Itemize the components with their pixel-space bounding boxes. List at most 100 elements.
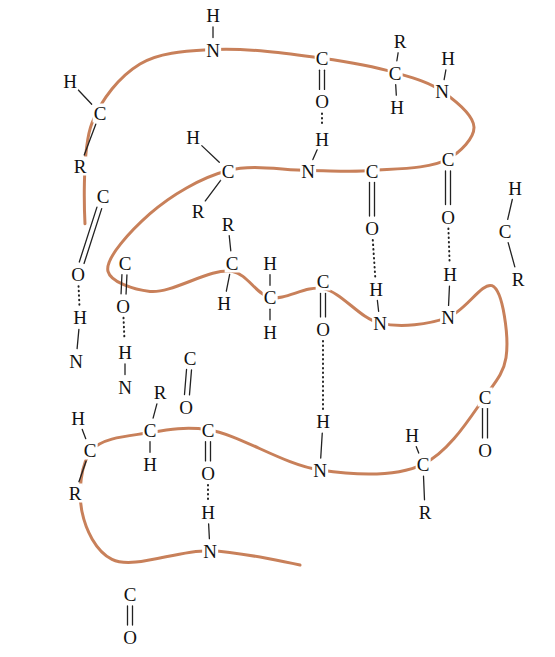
atom-label: C — [225, 253, 240, 272]
atom-label: R — [393, 31, 408, 50]
atom-label: R — [221, 214, 236, 233]
covalent-bond — [124, 364, 125, 375]
atom-label: H — [185, 128, 201, 147]
covalent-bond — [508, 243, 515, 267]
atom-label: H — [442, 265, 458, 284]
covalent-bond — [210, 442, 211, 461]
atom-label: H — [315, 412, 331, 431]
atom-label: H — [262, 322, 278, 341]
atom-label: C — [123, 584, 138, 603]
helix-ribbon — [80, 49, 507, 565]
atom-label: H — [205, 6, 221, 25]
hydrogen-bond — [123, 318, 126, 340]
covalent-bond — [325, 293, 326, 317]
atom-label: C — [201, 420, 216, 439]
atom-label: O — [477, 440, 493, 459]
atom-label: O — [315, 319, 331, 338]
hydrogen-bond — [448, 229, 449, 263]
covalent-bond — [319, 70, 320, 89]
atom-label: N — [440, 308, 456, 327]
atom-label: H — [216, 294, 232, 313]
covalent-bond — [127, 606, 128, 625]
covalent-bond — [313, 150, 317, 160]
covalent-bond — [450, 171, 451, 205]
atom-label: H — [404, 426, 420, 445]
atom-label: O — [70, 265, 86, 284]
atom-label: N — [434, 82, 450, 101]
covalent-bond — [79, 207, 97, 262]
atom-label: C — [441, 150, 456, 169]
covalent-bond — [79, 461, 86, 482]
covalent-bond — [149, 442, 150, 453]
atom-label: H — [368, 279, 384, 298]
atom-label: C — [93, 103, 108, 122]
atom-label: C — [96, 187, 111, 206]
atom-label: O — [314, 92, 330, 111]
atom-label: R — [191, 201, 206, 220]
covalent-bond — [132, 606, 133, 625]
covalent-bond — [202, 146, 220, 163]
covalent-bond — [84, 209, 102, 264]
atom-label: O — [178, 397, 194, 416]
covalent-bond — [120, 275, 122, 294]
atom-label: C — [315, 49, 330, 68]
covalent-bond — [324, 70, 325, 89]
hydrogen-bond — [322, 341, 324, 409]
atom-label: C — [478, 387, 493, 406]
covalent-bond — [321, 433, 323, 458]
atom-label: H — [507, 178, 523, 197]
atom-label: C — [83, 440, 98, 459]
atom-label: H — [314, 129, 330, 148]
atom-label: N — [372, 314, 388, 333]
atom-label: C — [118, 253, 133, 272]
hydrogen-bond — [373, 240, 375, 277]
covalent-bond — [189, 370, 191, 395]
atom-label: N — [117, 377, 133, 396]
hydrogen-bond — [321, 113, 323, 126]
covalent-bond — [125, 275, 127, 294]
covalent-bond — [397, 53, 398, 61]
atom-label: C — [498, 222, 513, 241]
atom-label: H — [70, 409, 86, 428]
atom-label: C — [221, 161, 236, 180]
covalent-bond — [226, 274, 229, 291]
atom-label: N — [312, 461, 328, 480]
atom-label: R — [68, 484, 83, 503]
covalent-bond — [444, 70, 446, 80]
covalent-bond — [212, 27, 213, 38]
atom-label: H — [200, 502, 216, 521]
atom-label: N — [68, 351, 84, 370]
covalent-bond — [78, 90, 91, 104]
covalent-bond — [377, 301, 378, 312]
atom-label: O — [364, 219, 380, 238]
atom-label: H — [440, 49, 456, 68]
covalent-bond — [482, 409, 483, 438]
atom-label: R — [153, 383, 168, 402]
atom-label: H — [142, 455, 158, 474]
atom-label: O — [440, 207, 456, 226]
covalent-bond — [269, 309, 270, 320]
atom-label: H — [72, 308, 88, 327]
atom-label: H — [62, 72, 78, 91]
atom-label: N — [202, 541, 218, 560]
atom-label: C — [183, 348, 198, 367]
covalent-bond — [84, 124, 96, 155]
atom-label: H — [117, 342, 133, 361]
atom-label: O — [200, 463, 216, 482]
covalent-bond — [153, 404, 157, 418]
atom-label: O — [115, 296, 131, 315]
covalent-bond — [374, 183, 375, 217]
atom-label: N — [205, 40, 221, 59]
atom-label: C — [316, 272, 331, 291]
covalent-bond — [269, 275, 270, 286]
atom-label: C — [365, 161, 380, 180]
atom-label: H — [262, 253, 278, 272]
atom-label: C — [416, 455, 431, 474]
covalent-bond — [229, 236, 231, 251]
covalent-bond — [445, 171, 446, 205]
covalent-bond — [82, 429, 85, 438]
covalent-bond — [395, 85, 397, 96]
covalent-bond — [508, 199, 513, 219]
covalent-bond — [208, 524, 210, 539]
